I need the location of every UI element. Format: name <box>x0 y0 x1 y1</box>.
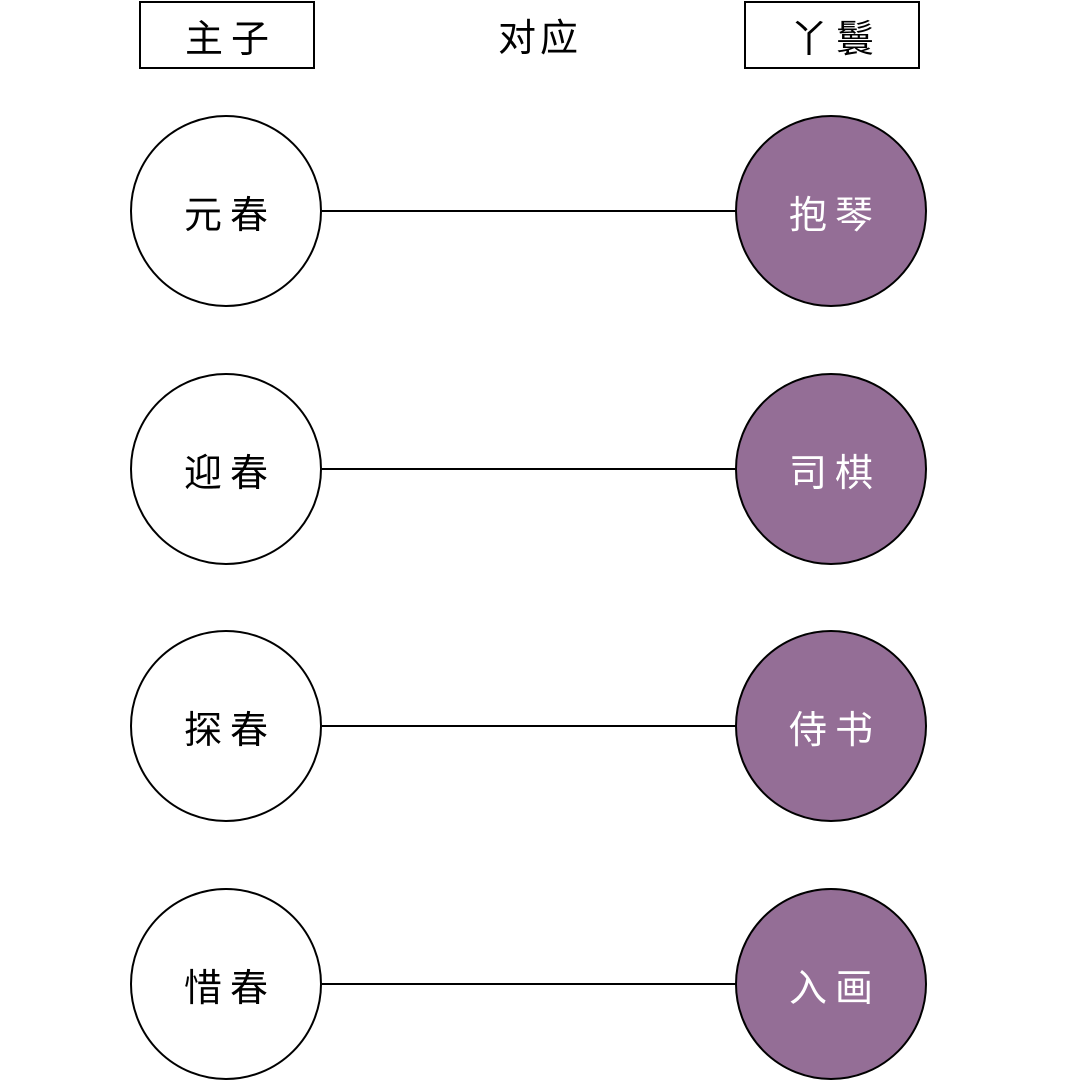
header-mapping-label: 对应 <box>497 15 582 60</box>
master-node: 迎春 <box>130 373 322 565</box>
maid-node: 抱琴 <box>735 115 927 307</box>
maid-node: 司棋 <box>735 373 927 565</box>
maid-node: 入画 <box>735 888 927 1080</box>
connector-line <box>322 725 737 727</box>
header-master-label: 主子 <box>184 16 277 61</box>
master-name: 惜春 <box>183 965 276 1010</box>
maid-node: 侍书 <box>735 630 927 822</box>
header-maid-box: 丫鬟 <box>744 1 920 69</box>
master-name: 元春 <box>183 192 276 237</box>
maid-name: 侍书 <box>788 707 881 752</box>
connector-line <box>322 468 737 470</box>
master-node: 探春 <box>130 630 322 822</box>
master-node: 元春 <box>130 115 322 307</box>
connector-line <box>322 210 737 212</box>
master-name: 探春 <box>183 707 276 752</box>
master-name: 迎春 <box>183 450 276 495</box>
master-node: 惜春 <box>130 888 322 1080</box>
connector-line <box>322 983 737 985</box>
header-master-box: 主子 <box>139 1 315 69</box>
maid-name: 抱琴 <box>788 192 881 237</box>
header-maid-label: 丫鬟 <box>789 16 882 61</box>
maid-name: 入画 <box>788 965 881 1010</box>
maid-name: 司棋 <box>788 450 881 495</box>
